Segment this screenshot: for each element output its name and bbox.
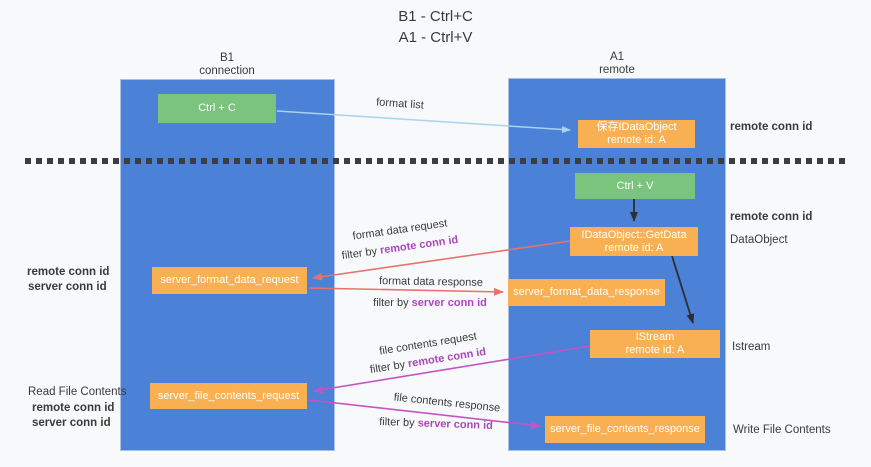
label-remote-conn-id-left-top: remote conn id: [27, 266, 110, 278]
edge-label-format-data-response-filter: filter by server conn id: [373, 297, 487, 309]
node-server-format-data-response: server_format_data_response: [508, 279, 665, 306]
node-ctrl-c: Ctrl + C: [158, 94, 276, 123]
edge-label-format-data-response: format data response: [378, 275, 484, 289]
filter-by-text: filter by: [373, 297, 412, 309]
node-istream-line1: IStream: [635, 331, 675, 343]
node-ctrl-v-label: Ctrl + V: [616, 179, 654, 192]
lane-a1-subtitle: remote: [599, 64, 635, 76]
node-ctrl-v: Ctrl + V: [575, 173, 695, 199]
label-write-file-contents: Write File Contents: [733, 424, 831, 436]
lane-b1-subtitle: connection: [199, 65, 255, 77]
node-server-format-data-request-label: server_format_data_request: [160, 274, 299, 286]
lane-header-a1: A1 remote: [557, 51, 677, 77]
node-save-dataobject: 保存IDataObject remote id: A: [578, 120, 695, 148]
lane-b1-name: B1: [219, 52, 235, 64]
filter-key-server-conn-id: server conn id: [411, 297, 487, 309]
node-idataobject-getdata: IDataObject::GetData remote id: A: [570, 227, 698, 256]
node-server-file-contents-request: server_file_contents_request: [150, 383, 307, 409]
filter-by-text: filter by: [341, 244, 381, 263]
diagram-title: B1 - Ctrl+C A1 - Ctrl+V: [0, 6, 871, 48]
node-server-file-contents-response: server_file_contents_response: [545, 416, 705, 443]
edge-label-format-list: format list: [375, 96, 425, 112]
title-line-2: A1 - Ctrl+V: [398, 29, 473, 46]
lane-header-b1: B1 connection: [167, 52, 287, 78]
label-server-conn-id-left-top: server conn id: [28, 281, 107, 293]
label-remote-conn-id-right-top: remote conn id: [730, 121, 813, 133]
node-save-dataobject-line1: 保存IDataObject: [596, 121, 677, 133]
node-server-format-data-response-label: server_format_data_response: [513, 286, 660, 298]
filter-key-remote-conn-id: remote conn id: [379, 233, 459, 257]
node-istream: IStream remote id: A: [590, 330, 720, 358]
label-server-conn-id-left-bottom: server conn id: [32, 417, 111, 429]
title-line-1: B1 - Ctrl+C: [398, 8, 473, 25]
filter-by-text: filter by: [369, 358, 410, 377]
filter-key-server-conn-id: server conn id: [417, 417, 494, 432]
filter-by-text: filter by: [378, 416, 418, 430]
label-read-file-contents: Read File Contents: [28, 386, 127, 398]
lane-a1-name: A1: [609, 51, 625, 63]
node-server-file-contents-request-label: server_file_contents_request: [157, 389, 300, 402]
label-remote-conn-id-right-mid: remote conn id: [730, 211, 813, 223]
node-ctrl-c-label: Ctrl + C: [198, 102, 236, 114]
label-dataobject: DataObject: [730, 234, 788, 246]
node-idataobject-getdata-line2: remote id: A: [604, 241, 664, 254]
label-remote-conn-id-left-bottom: remote conn id: [32, 402, 115, 414]
node-save-dataobject-line2: remote id: A: [607, 134, 666, 146]
edge-label-file-contents-response: file contents response: [393, 391, 501, 415]
label-istream: Istream: [732, 341, 771, 353]
node-server-format-data-request: server_format_data_request: [152, 267, 307, 294]
edge-label-file-contents-response-filter: filter by server conn id: [379, 416, 493, 432]
node-server-file-contents-response-label: server_file_contents_response: [550, 423, 700, 435]
node-istream-line2: remote id: A: [625, 344, 685, 356]
node-idataobject-getdata-line1: IDataObject::GetData: [581, 228, 687, 241]
